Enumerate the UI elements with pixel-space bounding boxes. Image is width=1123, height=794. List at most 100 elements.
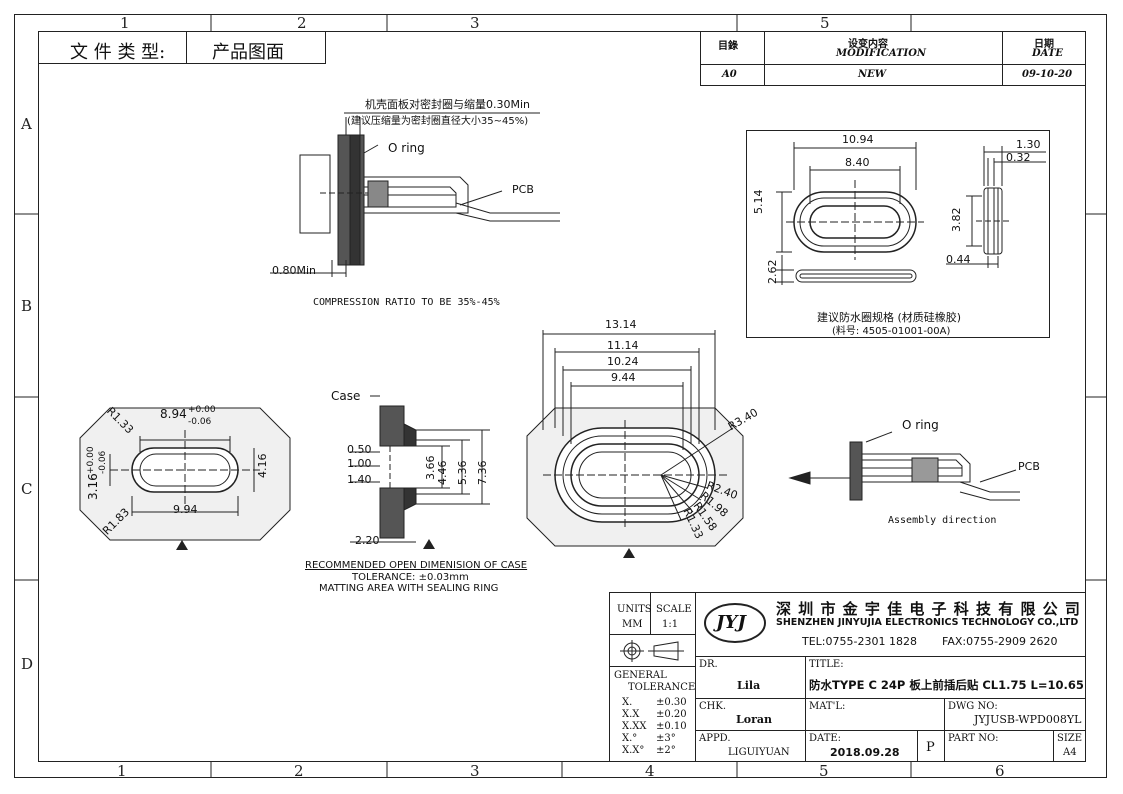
appd-value: LIGUIYUAN	[728, 747, 790, 758]
datum-triangle-3	[623, 548, 635, 558]
zone-col-6: 6	[995, 762, 1005, 780]
size-value: A4	[1063, 747, 1077, 758]
dim-sec-446: 4.46	[436, 460, 449, 486]
zone-col-top-5: 5	[820, 14, 830, 32]
pcb-label: PCB	[512, 183, 534, 196]
dim-case-w2: 9.94	[173, 503, 198, 516]
dim-case-h2: 4.16	[256, 453, 269, 479]
matl-label: MAT'L:	[809, 701, 846, 712]
dim-ring-s3: 3.82	[950, 207, 963, 233]
zone-col-4: 4	[645, 762, 655, 780]
dr-value: Lila	[737, 679, 761, 692]
tol-k-3: X.°	[622, 733, 638, 744]
oring2-label: O ring	[902, 418, 939, 432]
dim-case-w: 8.94	[160, 407, 187, 421]
case-cross-section	[350, 395, 490, 543]
dim-sec-220: 2.20	[355, 534, 380, 547]
dwg-label: DWG NO:	[948, 701, 998, 712]
pcb2-label: PCB	[1018, 460, 1040, 473]
seal-ring-drawing	[776, 142, 1046, 285]
zone-row-b: B	[21, 297, 33, 315]
appd-label: APPD.	[699, 733, 731, 744]
doc-type-value: 产品图面	[212, 42, 284, 63]
datum-triangle-2	[423, 539, 435, 549]
tol-v-4: ±2°	[656, 745, 676, 756]
zone-col-1: 1	[117, 762, 127, 780]
general-label: GENERAL	[614, 670, 667, 681]
panel-section-view	[270, 112, 560, 277]
dim-big-944: 9.44	[611, 371, 636, 384]
zone-col-top-3: 3	[470, 14, 480, 32]
large-opening-view	[526, 330, 744, 547]
seal-part-note: (料号: 4505-01001-00A)	[832, 326, 951, 337]
tol-v-2: ±0.10	[656, 721, 687, 732]
case-opening-view	[79, 407, 291, 541]
zone-col-top-1: 1	[120, 14, 130, 32]
seal-ring-box	[746, 130, 1050, 338]
company-name-cn: 深 圳 市 金 宇 佳 电 子 科 技 有 限 公 司	[776, 600, 1081, 618]
company-logo-text: JYJ	[716, 612, 746, 633]
tol-k-0: X.	[622, 697, 633, 708]
dim-case-w-tol-dn: -0.06	[188, 417, 212, 427]
date-value-tb: 2018.09.28	[830, 746, 900, 759]
projection-symbol-icon	[620, 640, 684, 662]
outer-frame	[14, 14, 1107, 778]
zone-row-d: D	[21, 655, 34, 673]
dim-sec-140: 1.40	[347, 473, 372, 486]
seal-spec-note: 建议防水圈规格 (材质硅橡胶)	[817, 311, 962, 324]
date-col-header: 日期	[1034, 39, 1054, 50]
dim-ring-s1: 1.30	[1016, 138, 1041, 151]
units-value: MM	[622, 619, 643, 630]
tol-k-4: X.X°	[622, 745, 645, 756]
dim-ring-h1: 5.14	[752, 189, 765, 215]
dim-case-h-tol-dn: -0.06	[98, 450, 108, 474]
dim-ring-h2: 2.62	[766, 259, 779, 285]
matting-note: MATTING AREA WITH SEALING RING	[319, 583, 499, 594]
part-no-label: PART NO:	[948, 733, 999, 744]
tolerance-label: TOLERANCE	[628, 682, 696, 693]
scale-label: SCALE	[656, 604, 692, 615]
date-label: DATE:	[809, 733, 842, 744]
drawing-frame	[38, 31, 1086, 762]
dim-ring-w1: 10.94	[842, 133, 874, 146]
size-label: SIZE	[1057, 733, 1083, 744]
p-label: P	[926, 740, 935, 755]
tol-k-1: X.X	[622, 709, 640, 720]
doc-type-divider	[186, 31, 187, 64]
compression-note: COMPRESSION RATIO TO BE 35%-45%	[313, 297, 500, 308]
min080-label: 0.80Min	[272, 264, 317, 277]
doc-type-label: 文 件 类 型:	[70, 42, 166, 63]
revision-table	[700, 31, 1086, 86]
panel-note-2: (建议压缩量为密封圈直径大小35~45%)	[347, 116, 529, 127]
mod-value: NEW	[858, 69, 886, 80]
rev-value: A0	[722, 69, 737, 80]
chk-value: Loran	[736, 713, 772, 726]
zone-col-5: 5	[819, 762, 829, 780]
dim-big-1024: 10.24	[607, 355, 639, 368]
dim-ring-w2: 8.40	[845, 156, 870, 169]
dim-ring-s2: 0.32	[1006, 151, 1031, 164]
scale-value: 1:1	[662, 619, 679, 630]
title-block	[609, 592, 1086, 762]
dim-case-h: 3.16	[86, 473, 100, 500]
datum-triangle-1	[176, 540, 188, 550]
dim-ring-s4: 0.44	[946, 253, 971, 266]
dim-big-1314: 13.14	[605, 318, 637, 331]
panel-note: 机壳面板对密封圈与缩量0.30Min	[365, 98, 531, 111]
oring-label: O ring	[388, 141, 425, 155]
tol-k-2: X.XX	[622, 721, 647, 732]
dwg-value: JYJUSB-WPD008YL	[974, 713, 1082, 726]
dim-big-1114: 11.14	[607, 339, 639, 352]
dim-sec-100: 1.00	[347, 457, 372, 470]
dr-label: DR.	[699, 659, 718, 670]
zone-row-c: C	[21, 480, 33, 498]
units-label: UNITS	[617, 604, 652, 615]
title-value: 防水TYPE C 24P 板上前插后贴 CL1.75 L=10.65	[809, 678, 1084, 692]
company-logo	[704, 603, 766, 643]
date-value: 09-10-20	[1022, 69, 1073, 80]
company-tel: TEL:0755-2301 1828	[802, 635, 917, 648]
tolerance-note: TOLERANCE: ±0.03mm	[352, 572, 469, 583]
assembly-view	[788, 431, 1020, 501]
rev-col-header: 目錄	[718, 41, 738, 52]
